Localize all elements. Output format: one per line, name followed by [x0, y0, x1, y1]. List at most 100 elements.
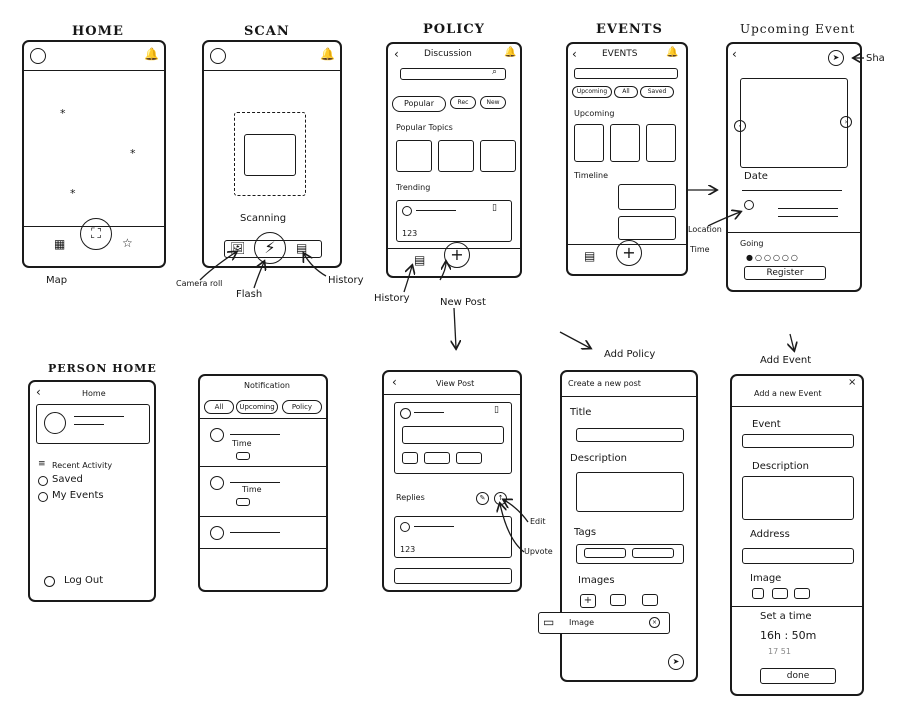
time-picker-next[interactable]: 17 51: [768, 647, 791, 656]
view-post-phone-frame: ‹ View Post ▯ Replies ✎ ↑ 123: [382, 370, 522, 592]
edit-arrow: [504, 500, 529, 523]
time-picker-value[interactable]: 16h : 50m: [760, 629, 817, 642]
event-card[interactable]: [574, 124, 604, 162]
filter-chip-rec[interactable]: Rec: [450, 96, 476, 109]
tag-chip[interactable]: [584, 548, 626, 558]
done-button[interactable]: done: [760, 668, 836, 684]
bookmark-icon[interactable]: ▯: [492, 203, 497, 213]
back-arrow-icon[interactable]: ‹: [392, 375, 397, 389]
map-star-marker-icon[interactable]: *: [60, 107, 66, 120]
to-view-post-arrow: [454, 307, 456, 348]
topic-card[interactable]: [438, 140, 474, 172]
bell-icon[interactable]: 🔔: [504, 47, 517, 58]
filter-chip-upcoming[interactable]: Upcoming: [236, 400, 278, 414]
reply-card[interactable]: [394, 568, 512, 584]
topic-card[interactable]: [396, 140, 432, 172]
profile-avatar-icon[interactable]: [30, 48, 46, 64]
add-image-button[interactable]: +: [580, 594, 596, 608]
back-arrow-icon[interactable]: ‹: [394, 47, 399, 61]
map-star-marker-icon[interactable]: *: [130, 147, 136, 160]
image-thumbnail[interactable]: [610, 594, 626, 606]
carousel-prev-icon[interactable]: ‹: [734, 120, 746, 132]
notification-phone-frame: Notification All Upcoming Policy Time Ti…: [198, 374, 328, 592]
filter-chip-new[interactable]: New: [480, 96, 506, 109]
policy-search-input[interactable]: [400, 68, 506, 80]
my-events-item[interactable]: My Events: [52, 490, 104, 501]
edit-icon[interactable]: ✎: [476, 492, 489, 505]
bell-icon[interactable]: 🔔: [666, 47, 679, 58]
event-card[interactable]: [646, 124, 676, 162]
filter-chip-all[interactable]: All: [204, 400, 234, 414]
scan-target-frame: [244, 134, 296, 176]
bell-icon[interactable]: 🔔: [144, 47, 159, 61]
image-thumbnail[interactable]: [794, 588, 810, 599]
register-button[interactable]: Register: [744, 266, 826, 280]
notification-time: Time: [232, 439, 252, 448]
image-thumbnail[interactable]: [642, 594, 658, 606]
map-nav-icon[interactable]: ▦: [54, 237, 66, 251]
back-arrow-icon[interactable]: ‹: [732, 47, 737, 61]
title-field[interactable]: [576, 428, 684, 442]
search-icon[interactable]: ⌕: [492, 67, 498, 77]
profile-avatar-icon[interactable]: [210, 48, 226, 64]
scanning-status: Scanning: [240, 213, 287, 224]
events-search-input[interactable]: [574, 68, 678, 79]
plus-icon[interactable]: +: [444, 242, 470, 268]
image-attachment-row[interactable]: ▭ Image ×: [538, 612, 670, 634]
event-field[interactable]: [742, 434, 854, 448]
close-icon[interactable]: ×: [848, 377, 857, 388]
filter-chip-popular[interactable]: Popular: [392, 96, 446, 112]
lightning-icon[interactable]: ⚡: [254, 232, 286, 264]
filter-chip-policy[interactable]: Policy: [282, 400, 322, 414]
popular-topics-heading: Popular Topics: [396, 123, 453, 132]
image-thumbnail[interactable]: [752, 588, 764, 599]
plus-icon[interactable]: +: [616, 240, 642, 266]
timeline-event-card[interactable]: [618, 184, 676, 210]
tags-field[interactable]: [576, 544, 684, 564]
trending-post-card[interactable]: [396, 200, 512, 242]
map-star-marker-icon[interactable]: *: [70, 187, 76, 200]
recent-activity-item[interactable]: Recent Activity: [52, 461, 113, 470]
post-tag[interactable]: [424, 452, 450, 464]
filter-chip-upcoming[interactable]: Upcoming: [572, 86, 612, 98]
logout-item[interactable]: Log Out: [64, 575, 104, 586]
camera-roll-arrow: [199, 252, 236, 281]
carousel-next-icon[interactable]: ›: [840, 116, 852, 128]
topic-card[interactable]: [480, 140, 516, 172]
history-arrow: [304, 254, 327, 277]
profile-card[interactable]: [36, 404, 150, 444]
post-tag[interactable]: [402, 452, 418, 464]
saved-item[interactable]: Saved: [52, 474, 83, 485]
history-label: History: [328, 275, 364, 286]
policy-phone-frame: ‹ Discussion 🔔 ⌕ Popular Rec New Popular…: [386, 42, 522, 278]
history-icon[interactable]: ▤: [296, 241, 308, 255]
scan-phone-frame: 🔔 Scanning 🖼 ⚡ ▤: [202, 40, 342, 268]
filter-chip-all[interactable]: All: [614, 86, 638, 98]
filter-chip-saved[interactable]: Saved: [640, 86, 674, 98]
send-icon[interactable]: ➤: [668, 654, 684, 670]
bell-icon[interactable]: 🔔: [320, 47, 335, 61]
address-field[interactable]: [742, 548, 854, 564]
timeline-event-card[interactable]: [618, 216, 676, 240]
back-arrow-icon[interactable]: ‹: [572, 47, 577, 61]
bookmark-icon[interactable]: ▯: [494, 405, 499, 415]
notification-divider: [200, 548, 326, 549]
event-card[interactable]: [610, 124, 640, 162]
event-description-label: Description: [752, 461, 809, 472]
description-field[interactable]: [576, 472, 684, 512]
post-tag[interactable]: [456, 452, 482, 464]
image-thumbnail[interactable]: [772, 588, 788, 599]
events-header: EVENTS: [602, 49, 638, 59]
scan-nav-icon[interactable]: ⛶: [80, 218, 112, 250]
share-icon[interactable]: ➤: [828, 50, 844, 66]
event-description-field[interactable]: [742, 476, 854, 520]
close-icon[interactable]: ×: [649, 617, 660, 628]
history-icon[interactable]: ▤: [414, 253, 426, 267]
back-arrow-icon[interactable]: ‹: [36, 385, 41, 399]
star-icon[interactable]: ☆: [122, 236, 133, 250]
tag-chip[interactable]: [632, 548, 674, 558]
add-policy-phone-frame: Create a new post Title Description Tags…: [560, 370, 698, 682]
avatar: [210, 476, 224, 490]
saved-icon: [38, 476, 48, 486]
history-icon[interactable]: ▤: [584, 249, 596, 263]
